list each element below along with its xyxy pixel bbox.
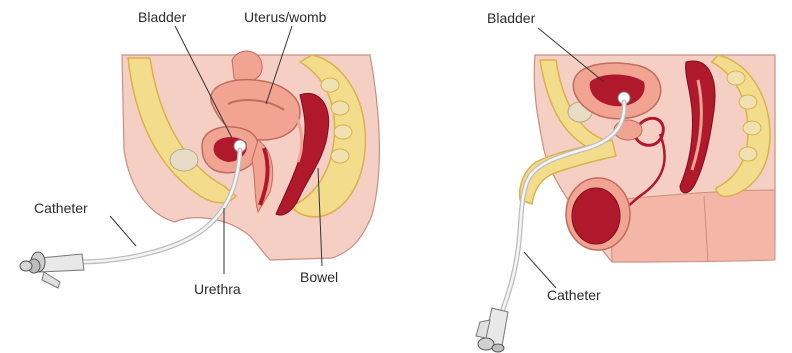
- male-vertebra: [739, 147, 757, 161]
- male-vertebra: [743, 121, 761, 135]
- male-testicle: [572, 188, 620, 244]
- male-catheter-leader-line: [524, 252, 556, 288]
- female-vertebra: [331, 101, 349, 115]
- female-bladder-label: Bladder: [138, 10, 186, 24]
- catheter-leader-line: [110, 216, 136, 246]
- bowel-label: Bowel: [300, 270, 338, 284]
- urethra-label: Urethra: [194, 282, 241, 296]
- male-bladder-label: Bladder: [487, 11, 535, 25]
- female-vertebra: [334, 125, 352, 139]
- female-intestine: [232, 51, 262, 82]
- male-pelvis-illustration: [476, 55, 775, 352]
- female-vertebra: [331, 149, 349, 163]
- female-symphysis: [170, 149, 198, 171]
- female-vertebra: [321, 78, 339, 92]
- female-pelvis-illustration: [20, 51, 379, 288]
- male-catheter-connector: [476, 308, 508, 352]
- female-catheter-label: Catheter: [34, 201, 88, 215]
- male-catheter-label: Catheter: [547, 288, 601, 302]
- uterus-label: Uterus/womb: [244, 10, 326, 24]
- female-catheter-connector: [20, 252, 84, 288]
- male-vertebra: [739, 95, 757, 109]
- male-vertebra: [727, 71, 745, 85]
